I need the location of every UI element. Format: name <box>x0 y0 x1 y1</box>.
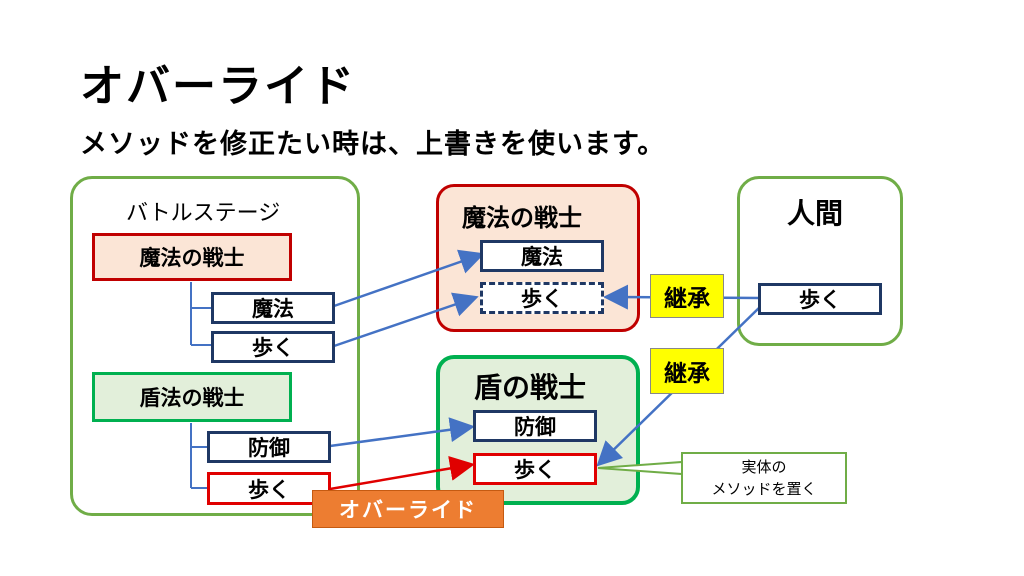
shield-class-walk-method: 歩く <box>473 453 597 485</box>
stage-mage-magic-method: 魔法 <box>211 292 335 324</box>
arrow-shield-defense <box>329 417 475 448</box>
mage-class-title: 魔法の戦士 <box>462 204 582 232</box>
battle-stage-label: バトルステージ <box>126 201 281 226</box>
mage-class-walk-method: 歩く <box>480 282 604 314</box>
page-subtitle: メソッドを修正たい時は、上書きを使います。 <box>80 129 666 160</box>
mage-class-magic-method: 魔法 <box>480 240 604 272</box>
callout-line-2: メソッドを置く <box>711 480 817 498</box>
stage-shield-defense-method: 防御 <box>207 431 331 463</box>
entity-method-callout: 実体の メソッドを置く <box>681 452 847 504</box>
stage-shield-box: 盾法の戦士 <box>92 372 292 422</box>
human-class-panel <box>737 176 903 346</box>
inherit-tag-shield: 継承 <box>650 348 724 394</box>
arrow-shield-walk-override <box>329 456 475 491</box>
stage-mage-walk-method: 歩く <box>211 331 335 363</box>
shield-class-title: 盾の戦士 <box>474 371 587 404</box>
callout-pointer <box>597 460 683 476</box>
page-title: オバーライド <box>80 61 356 112</box>
human-class-title: 人間 <box>787 197 844 230</box>
callout-line-1: 実体の <box>741 458 787 476</box>
inherit-tag-mage: 継承 <box>650 274 724 318</box>
stage-mage-box: 魔法の戦士 <box>92 233 292 281</box>
human-class-walk-method: 歩く <box>758 283 882 315</box>
shield-class-defense-method: 防御 <box>473 410 597 442</box>
mage-tree-bracket <box>190 282 211 346</box>
shield-tree-bracket <box>190 423 207 489</box>
arrow-mage-magic <box>333 249 485 308</box>
stage-shield-walk-method: 歩く <box>207 472 331 505</box>
arrow-mage-walk <box>333 292 479 348</box>
override-label: オバーライド <box>312 490 504 528</box>
